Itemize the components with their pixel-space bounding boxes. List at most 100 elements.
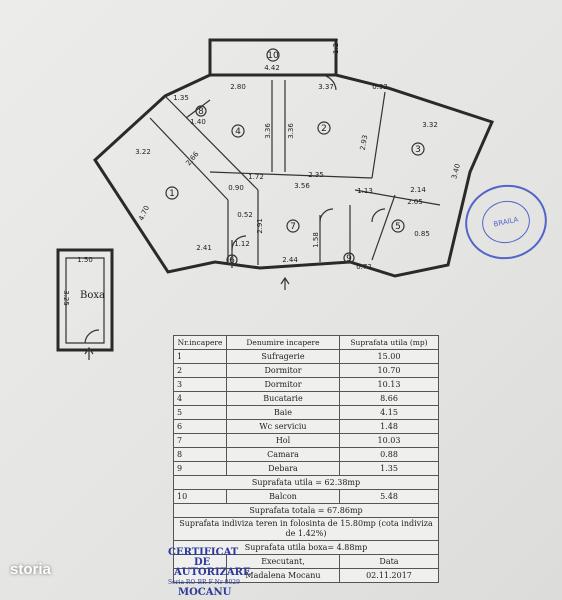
dimension: 3.37 bbox=[318, 83, 334, 91]
cert-line: CERTIFICAT bbox=[168, 547, 239, 558]
land-share-note: Suprafata indiviza teren in folosinta de… bbox=[173, 517, 439, 541]
dimension: 3.36 bbox=[264, 123, 272, 139]
cert-line: DE bbox=[194, 557, 211, 568]
boxa-outline bbox=[56, 248, 114, 352]
dimension: 3.40 bbox=[450, 163, 462, 180]
dimension: 3.22 bbox=[135, 148, 151, 156]
cert-name: MOCANU bbox=[178, 587, 232, 598]
certificate-stamp: CERTIFICAT DE AUTORIZARE Seria RO-BR-F N… bbox=[168, 548, 251, 598]
dimension: 1.13 bbox=[357, 187, 373, 195]
table-row: Suprafata utila = 62.38mp bbox=[173, 475, 439, 490]
total-useful-area: Suprafata utila = 62.38mp bbox=[173, 475, 439, 490]
cell-nr: 1 bbox=[173, 349, 227, 364]
storia-watermark: storia bbox=[10, 561, 51, 578]
cell-name: Bucatarie bbox=[226, 391, 340, 406]
cell-name: Baie bbox=[226, 405, 340, 420]
boxa-door bbox=[84, 329, 100, 344]
dimension: 1.40 bbox=[190, 118, 206, 126]
cell-name: Sufragerie bbox=[226, 349, 340, 364]
cell-nr: 7 bbox=[173, 433, 227, 448]
dimension: 2.05 bbox=[407, 198, 423, 206]
wc-door bbox=[231, 235, 247, 251]
cell-name: Dormitor bbox=[226, 377, 340, 392]
cell-nr: 5 bbox=[173, 405, 227, 420]
cell-area: 1.35 bbox=[339, 461, 439, 476]
room-number: 10 bbox=[267, 51, 279, 61]
cell-area: 10.03 bbox=[339, 433, 439, 448]
cell-nr: 10 bbox=[173, 489, 227, 504]
cert-series: Seria RO-BR-F Nr 0029 bbox=[168, 579, 240, 586]
dimension: 4.42 bbox=[264, 64, 280, 72]
balcony-door bbox=[319, 74, 337, 91]
bath-door bbox=[371, 208, 386, 223]
room-number: 8 bbox=[198, 107, 204, 117]
executant-name: Madalena Mocanu bbox=[226, 568, 340, 583]
boxa-entrance-arrow bbox=[84, 346, 94, 360]
document-date: 02.11.2017 bbox=[339, 568, 439, 583]
dimension: 3.56 bbox=[294, 182, 310, 190]
room-number: 6 bbox=[229, 256, 235, 266]
cell-nr: 3 bbox=[173, 377, 227, 392]
dimension: 1.72 bbox=[248, 173, 264, 181]
boxa-inner bbox=[65, 257, 105, 344]
cell-name: Wc serviciu bbox=[226, 419, 340, 434]
dimension: 1.35 bbox=[173, 94, 189, 102]
dimension-labels: 4.42 1.24 2.80 3.37 0.92 1.35 3.36 3.36 … bbox=[62, 38, 462, 306]
cell-area: 10.70 bbox=[339, 363, 439, 378]
cell-name: Balcon bbox=[226, 489, 340, 504]
cell-name: Dormitor bbox=[226, 363, 340, 378]
cell-area: 10.13 bbox=[339, 377, 439, 392]
table-row: Suprafata indiviza teren in folosinta de… bbox=[173, 517, 439, 541]
cell-nr: 8 bbox=[173, 447, 227, 462]
cell-nr: 4 bbox=[173, 391, 227, 406]
dimension: 0.72 bbox=[356, 263, 372, 271]
room-number: 9 bbox=[346, 254, 352, 264]
dimension: 3.36 bbox=[287, 123, 295, 139]
dimension: 3.25 bbox=[62, 290, 70, 306]
dimension: 2.35 bbox=[308, 171, 324, 179]
interior-walls bbox=[149, 80, 441, 268]
table-header-row: Nr.incapere Denumire incapere Suprafata … bbox=[173, 335, 439, 350]
room-area-table: Nr.incapere Denumire incapere Suprafata … bbox=[173, 335, 439, 583]
boxa-label: Boxa bbox=[80, 290, 105, 301]
cell-name: Camara bbox=[226, 447, 340, 462]
dimension: 0.85 bbox=[414, 230, 430, 238]
dimension: 0.90 bbox=[228, 184, 244, 192]
dimension: 1.12 bbox=[234, 240, 250, 248]
dimension: 1.24 bbox=[332, 38, 340, 54]
total-area: Suprafata totala = 67.86mp bbox=[173, 503, 439, 518]
table-row: Suprafata totala = 67.86mp bbox=[173, 503, 439, 518]
dimension: 2.41 bbox=[196, 244, 212, 252]
apartment-outline bbox=[93, 73, 495, 278]
cell-nr: 9 bbox=[173, 461, 227, 476]
dimension: 4.70 bbox=[137, 204, 151, 222]
room-number: 3 bbox=[415, 145, 421, 155]
dimension: 1.58 bbox=[312, 232, 320, 248]
cell-name: Debara bbox=[226, 461, 340, 476]
dimension: 2.14 bbox=[410, 186, 426, 194]
dimension: 3.32 bbox=[422, 121, 438, 129]
dimension: 2.91 bbox=[256, 218, 264, 234]
cell-area: 15.00 bbox=[339, 349, 439, 364]
room-number: 5 bbox=[395, 222, 401, 232]
dimension: 0.92 bbox=[372, 83, 388, 91]
cell-area: 4.15 bbox=[339, 405, 439, 420]
cell-area: 5.48 bbox=[339, 489, 439, 504]
cell-area: 8.66 bbox=[339, 391, 439, 406]
table-header: Suprafata utila (mp) bbox=[339, 335, 439, 350]
table-header: Denumire incapere bbox=[226, 335, 340, 350]
stamp-city: BRAILA bbox=[478, 196, 534, 248]
room-number: 7 bbox=[290, 222, 296, 232]
table-header: Nr.incapere bbox=[173, 335, 227, 350]
